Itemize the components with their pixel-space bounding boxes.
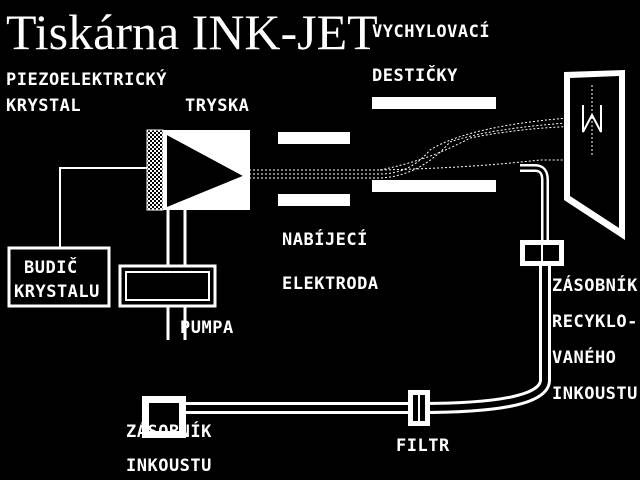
driver-wire xyxy=(59,167,148,248)
label-recycle-1: ZÁSOBNÍK xyxy=(552,276,638,296)
label-recycle-3: VANÉHO xyxy=(552,348,617,368)
label-recycle-2: RECYKLO- xyxy=(552,312,638,332)
deflection-plate-top xyxy=(372,97,496,109)
label-deflection-1: VYCHYLOVACÍ xyxy=(372,22,491,42)
label-reservoir-2: INKOUSTU xyxy=(126,456,212,476)
label-recycle-4: INKOUSTU xyxy=(552,384,638,404)
deflection-plate-bottom xyxy=(372,180,496,192)
nozzle xyxy=(163,130,250,210)
paper-sheet xyxy=(564,70,625,240)
label-nozzle: TRYSKA xyxy=(185,96,250,116)
label-driver-2: KRYSTALU xyxy=(14,282,100,302)
label-pump: PUMPA xyxy=(180,318,234,338)
label-piezo-crystal-2: KRYSTAL xyxy=(6,96,82,116)
diagram-title: Tiskárna INK-JET xyxy=(6,4,378,60)
label-reservoir-1: ZÁSOBNÍK xyxy=(126,422,212,442)
label-charging-1: NABÍJECÍ xyxy=(282,230,368,250)
charging-electrode-bottom xyxy=(278,194,350,206)
ink-droplet-stream xyxy=(245,116,625,179)
label-piezo-crystal-1: PIEZOELEKTRICKÝ xyxy=(6,70,168,90)
label-filter: FILTR xyxy=(396,436,450,456)
piezo-crystal xyxy=(146,129,164,211)
charging-electrode-top xyxy=(278,132,350,144)
driver-box xyxy=(7,246,111,308)
label-charging-2: ELEKTRODA xyxy=(282,274,379,294)
label-driver-1: BUDIČ xyxy=(24,258,78,278)
label-deflection-2: DESTIČKY xyxy=(372,66,458,86)
